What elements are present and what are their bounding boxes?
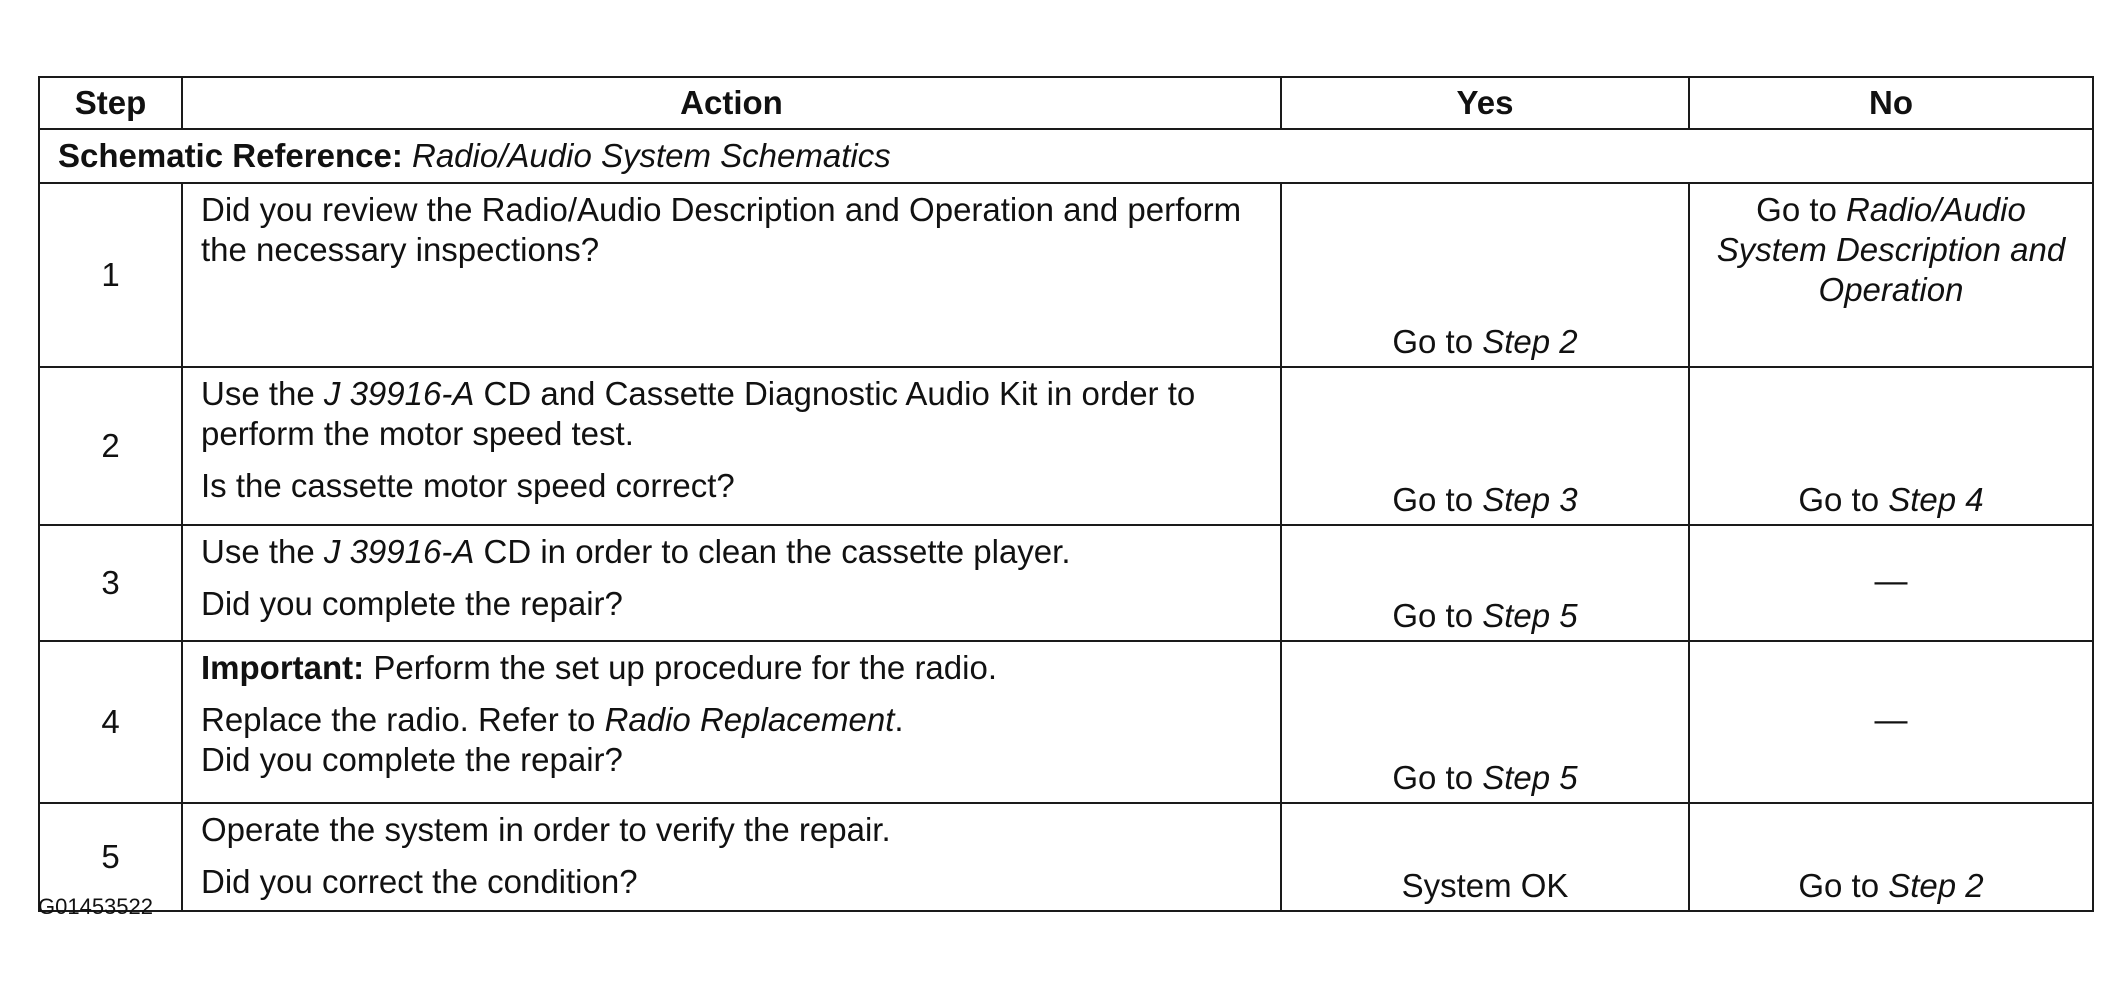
header-action: Action bbox=[181, 76, 1282, 130]
no-target-link[interactable]: Step 4 bbox=[1888, 481, 1984, 518]
step-number: 5 bbox=[38, 802, 183, 912]
header-no: No bbox=[1688, 76, 2094, 130]
action-text-start: Use the bbox=[201, 375, 315, 412]
radio-replacement-link[interactable]: Radio Replacement bbox=[604, 701, 895, 738]
no-prefix: Go to bbox=[1798, 481, 1880, 518]
yes-prefix: Go to bbox=[1392, 481, 1474, 518]
step-number: 1 bbox=[38, 182, 183, 368]
action-text: Use the J 39916-A CD in order to clean t… bbox=[201, 532, 1262, 572]
action-cell: Operate the system in order to verify th… bbox=[181, 802, 1282, 912]
question-text: Did you complete the repair? bbox=[201, 741, 623, 778]
no-target-link[interactable]: Step 2 bbox=[1888, 867, 1984, 904]
figure-id: G01453522 bbox=[38, 894, 153, 919]
yes-prefix: Go to bbox=[1392, 759, 1474, 796]
step-number: 4 bbox=[38, 640, 183, 804]
header-yes: Yes bbox=[1280, 76, 1690, 130]
action-text: Did you review the Radio/Audio Descripti… bbox=[201, 191, 1242, 268]
yes-prefix: Go to bbox=[1392, 597, 1474, 634]
table-row: 2 Use the J 39916-A CD and Cassette Diag… bbox=[38, 366, 2094, 526]
tool-reference: J 39916-A bbox=[323, 375, 475, 412]
yes-cell: System OK bbox=[1280, 802, 1690, 912]
action-cell: Important: Perform the set up procedure … bbox=[181, 640, 1282, 804]
no-prefix: Go to bbox=[1798, 867, 1880, 904]
schematic-reference-link[interactable]: Radio/Audio System Schematics bbox=[412, 137, 891, 174]
no-prefix: Go to bbox=[1756, 191, 1837, 228]
schematic-reference-row: Schematic Reference: Radio/Audio System … bbox=[38, 128, 2094, 184]
yes-cell: Go to Step 5 bbox=[1280, 640, 1690, 804]
step-number: 3 bbox=[38, 524, 183, 642]
step-number: 2 bbox=[38, 366, 183, 526]
action-text: Operate the system in order to verify th… bbox=[201, 811, 891, 848]
diagnostic-table: Step Action Yes No Schematic Reference: … bbox=[38, 76, 2094, 912]
table-row: 5 Operate the system in order to verify … bbox=[38, 802, 2094, 912]
yes-cell: Go to Step 3 bbox=[1280, 366, 1690, 526]
important-note: Important: Perform the set up procedure … bbox=[201, 648, 1262, 688]
important-text: Perform the set up procedure for the rad… bbox=[373, 649, 997, 686]
schematic-reference-label: Schematic Reference: bbox=[58, 137, 403, 174]
yes-target-link[interactable]: Step 5 bbox=[1482, 597, 1578, 634]
question-text: Is the cassette motor speed correct? bbox=[201, 467, 735, 504]
yes-target-link[interactable]: Step 2 bbox=[1482, 323, 1578, 360]
header-row: Step Action Yes No bbox=[38, 76, 2094, 130]
action-text-start: Replace the radio. Refer to bbox=[201, 701, 596, 738]
action-cell: Use the J 39916-A CD in order to clean t… bbox=[181, 524, 1282, 642]
table-row: 4 Important: Perform the set up procedur… bbox=[38, 640, 2094, 804]
yes-cell: Go to Step 2 bbox=[1280, 182, 1690, 368]
action-text: Use the J 39916-A CD and Cassette Diagno… bbox=[201, 374, 1262, 454]
no-target-link[interactable]: Radio/Audio System Description and Opera… bbox=[1716, 191, 2066, 308]
action-cell: Use the J 39916-A CD and Cassette Diagno… bbox=[181, 366, 1282, 526]
no-dash: — bbox=[1874, 701, 1908, 738]
yes-text: System OK bbox=[1401, 867, 1569, 904]
yes-target-link[interactable]: Step 5 bbox=[1482, 759, 1578, 796]
action-text-end: . bbox=[894, 701, 904, 738]
question-text: Did you correct the condition? bbox=[201, 863, 638, 900]
yes-cell: Go to Step 5 bbox=[1280, 524, 1690, 642]
action-text-end: CD in order to clean the cassette player… bbox=[483, 533, 1071, 570]
no-cell: — bbox=[1688, 524, 2094, 642]
no-cell: Go to Radio/Audio System Description and… bbox=[1688, 182, 2094, 368]
tool-reference: J 39916-A bbox=[323, 533, 475, 570]
no-cell: — bbox=[1688, 640, 2094, 804]
header-step: Step bbox=[38, 76, 183, 130]
action-cell: Did you review the Radio/Audio Descripti… bbox=[181, 182, 1282, 368]
no-cell: Go to Step 4 bbox=[1688, 366, 2094, 526]
yes-target-link[interactable]: Step 3 bbox=[1482, 481, 1578, 518]
action-text: Replace the radio. Refer to Radio Replac… bbox=[201, 700, 1262, 740]
important-label: Important: bbox=[201, 649, 365, 686]
table-row: 1 Did you review the Radio/Audio Descrip… bbox=[38, 182, 2094, 368]
action-text-end: CD and Cassette Diagnostic Audio Kit in … bbox=[201, 375, 1196, 452]
action-text-start: Use the bbox=[201, 533, 315, 570]
table-row: 3 Use the J 39916-A CD in order to clean… bbox=[38, 524, 2094, 642]
yes-prefix: Go to bbox=[1392, 323, 1474, 360]
question-text: Did you complete the repair? bbox=[201, 585, 623, 622]
schematic-reference-cell: Schematic Reference: Radio/Audio System … bbox=[38, 128, 2094, 184]
no-cell: Go to Step 2 bbox=[1688, 802, 2094, 912]
no-dash: — bbox=[1874, 562, 1908, 599]
